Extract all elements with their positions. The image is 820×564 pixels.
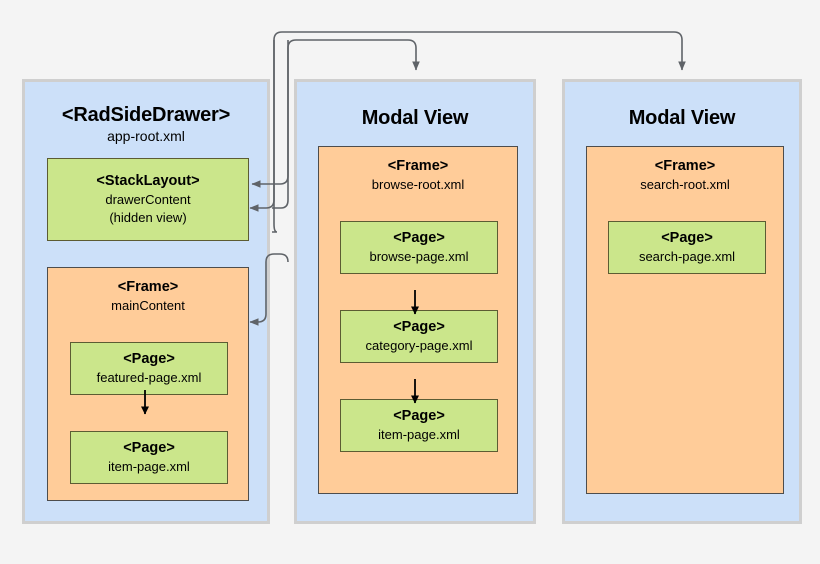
- node-subtitle: browse-root.xml: [371, 177, 465, 192]
- node-subtitle: browse-page.xml: [369, 249, 469, 264]
- node-title: <Page>: [393, 319, 445, 335]
- node-title: <Page>: [123, 351, 175, 367]
- node-subtitle: item-page.xml: [108, 459, 190, 474]
- node-title: <Frame>: [117, 279, 179, 295]
- node-subtitle: item-page.xml: [378, 427, 460, 442]
- node-subtitle: category-page.xml: [365, 338, 473, 353]
- node-title: <Page>: [393, 408, 445, 424]
- column-rad-side-drawer[interactable]: <RadSideDrawer> app-root.xml <StackLayou…: [22, 79, 270, 524]
- node-title: <Page>: [393, 230, 445, 246]
- node-subtitle: search-page.xml: [638, 249, 736, 264]
- node-page-search[interactable]: <Page> search-page.xml: [608, 221, 766, 274]
- column-subtitle: app-root.xml: [107, 128, 185, 144]
- node-subtitle: featured-page.xml: [96, 370, 202, 385]
- node-title: <Page>: [123, 440, 175, 456]
- column-modal-view-search[interactable]: Modal View <Frame> search-root.xml <Page…: [562, 79, 802, 524]
- node-page-browse[interactable]: <Page> browse-page.xml: [340, 221, 498, 274]
- node-stacklayout[interactable]: <StackLayout> drawerContent (hidden view…: [47, 158, 249, 241]
- column-title: Modal View: [628, 107, 736, 129]
- node-page-category[interactable]: <Page> category-page.xml: [340, 310, 498, 363]
- column-header-rad-side-drawer: <RadSideDrawer> app-root.xml: [25, 103, 267, 146]
- node-frame-browse-root[interactable]: <Frame> browse-root.xml <Page> browse-pa…: [318, 146, 518, 494]
- node-subtitle-secondary: (hidden view): [109, 210, 187, 225]
- node-page-featured[interactable]: <Page> featured-page.xml: [70, 342, 228, 395]
- node-title: <Frame>: [387, 158, 449, 174]
- column-header-modal-view-browse: Modal View: [297, 106, 533, 130]
- node-title: <Page>: [661, 230, 713, 246]
- node-title: <Frame>: [654, 158, 716, 174]
- column-title: <RadSideDrawer>: [61, 104, 231, 126]
- column-modal-view-browse[interactable]: Modal View <Frame> browse-root.xml <Page…: [294, 79, 536, 524]
- node-subtitle: search-root.xml: [640, 177, 730, 192]
- node-frame-main-content[interactable]: <Frame> mainContent <Page> featured-page…: [47, 267, 249, 501]
- column-title: Modal View: [361, 107, 469, 129]
- node-subtitle: drawerContent: [105, 192, 191, 207]
- node-page-item-left[interactable]: <Page> item-page.xml: [70, 431, 228, 484]
- node-page-item-mid[interactable]: <Page> item-page.xml: [340, 399, 498, 452]
- node-subtitle: mainContent: [111, 298, 185, 313]
- node-title: <StackLayout>: [96, 173, 200, 189]
- column-header-modal-view-search: Modal View: [565, 106, 799, 130]
- node-frame-search-root[interactable]: <Frame> search-root.xml <Page> search-pa…: [586, 146, 784, 494]
